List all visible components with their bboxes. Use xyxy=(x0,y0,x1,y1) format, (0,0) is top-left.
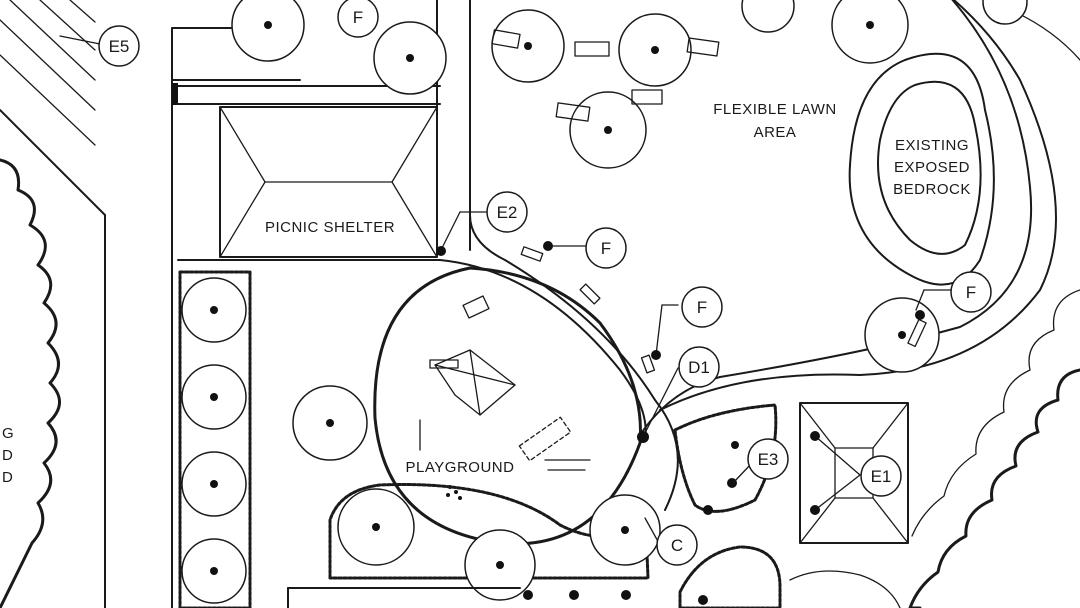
e3-bed xyxy=(673,403,778,513)
tree-icon xyxy=(982,0,1028,25)
flexible-lawn-label-line-1: FLEXIBLE LAWN xyxy=(713,101,836,118)
callout-c: C xyxy=(656,524,698,566)
callout-d1-label: D1 xyxy=(688,358,710,377)
callout-f-mid: F xyxy=(681,286,723,328)
callout-e2-label: E2 xyxy=(497,203,518,222)
bottom-planting-bed xyxy=(287,483,661,608)
tree-icon xyxy=(231,0,305,62)
callout-f-top-label: F xyxy=(353,8,363,27)
callout-f-center: F xyxy=(585,227,627,269)
right-inner-tree-line xyxy=(911,289,1080,537)
callout-f-right-label: F xyxy=(966,283,976,302)
callout-d1: D1 xyxy=(678,346,720,388)
picnic-shelter: PICNIC SHELTER xyxy=(219,106,438,258)
callout-f-mid-label: F xyxy=(697,298,707,317)
flexible-lawn-label-line-2: AREA xyxy=(754,124,797,141)
exposed-bedrock: EXISTING EXPOSED BEDROCK xyxy=(848,52,995,286)
bottom-right-bed xyxy=(678,545,782,608)
callout-e5-label: E5 xyxy=(109,37,130,56)
left-edge-label-line-1: G xyxy=(2,425,14,442)
benches xyxy=(491,29,927,374)
left-edge-label-line-3: D xyxy=(2,469,13,486)
callout-e2: E2 xyxy=(486,191,528,233)
callout-c-label: C xyxy=(671,536,683,555)
planting-bed xyxy=(178,270,252,608)
playground-label: PLAYGROUND xyxy=(406,459,515,476)
bedrock-label-line-3: BEDROCK xyxy=(893,181,971,198)
boundary-hatching xyxy=(0,0,106,608)
callout-f-top: F xyxy=(337,0,379,38)
callout-e3: E3 xyxy=(747,438,789,480)
callout-e5: E5 xyxy=(98,25,140,67)
callout-f-center-label: F xyxy=(601,239,611,258)
callout-f-right: F xyxy=(950,271,992,313)
markers xyxy=(436,241,925,605)
callout-e1: E1 xyxy=(860,455,902,497)
trees xyxy=(231,0,1028,461)
left-edge-label-line-2: D xyxy=(2,447,13,464)
right-tree-line xyxy=(908,368,1080,608)
callout-e3-label: E3 xyxy=(758,450,779,469)
bottom-right-path xyxy=(789,570,901,608)
tree-icon xyxy=(741,0,795,33)
bedrock-label-line-2: EXPOSED xyxy=(894,159,970,176)
tree-icon xyxy=(831,0,909,64)
picnic-shelter-label: PICNIC SHELTER xyxy=(265,219,395,236)
bedrock-label-line-1: EXISTING xyxy=(895,137,969,154)
callout-e1-label: E1 xyxy=(871,467,892,486)
left-tree-line xyxy=(0,158,61,608)
playground: PLAYGROUND xyxy=(373,266,642,546)
